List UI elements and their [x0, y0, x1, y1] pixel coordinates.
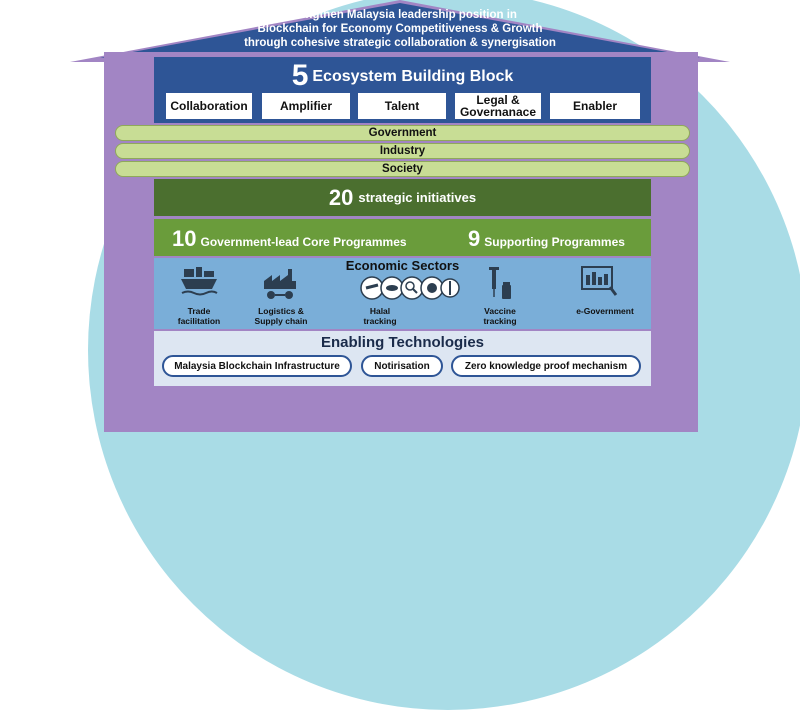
government-icon [581, 266, 618, 296]
halal-food-icon [360, 276, 460, 300]
block-collaboration: Collaboration [166, 93, 252, 119]
tech-notirisation: Notirisation [361, 355, 443, 377]
sector-logistics-label: Logistics &Supply chain [254, 306, 308, 326]
tech-blockchain-infrastructure: Malaysia Blockchain Infrastructure [162, 355, 352, 377]
band-society: Society [115, 161, 690, 177]
ship-icon [181, 267, 218, 296]
block-amplifier: Amplifier [262, 93, 350, 119]
block-talent: Talent [358, 93, 446, 119]
enabling-technologies-title: Enabling Technologies [320, 334, 485, 351]
economic-sectors-title: Economic Sectors [345, 258, 460, 273]
tech-zero-knowledge-proof: Zero knowledge proof mechanism [451, 355, 641, 377]
band-industry: Industry [115, 143, 690, 159]
sector-egovernment-label: e-Government [576, 306, 634, 316]
block-enabler: Enabler [550, 93, 640, 119]
block-legal-governance: Legal &Governanace [455, 93, 541, 119]
factory-icon [264, 269, 296, 299]
house-roof [70, 0, 730, 62]
band-government: Government [115, 125, 690, 141]
roof-vision-text: Strengthen Malaysia leadership position … [244, 9, 556, 49]
vaccine-icon [489, 267, 511, 299]
